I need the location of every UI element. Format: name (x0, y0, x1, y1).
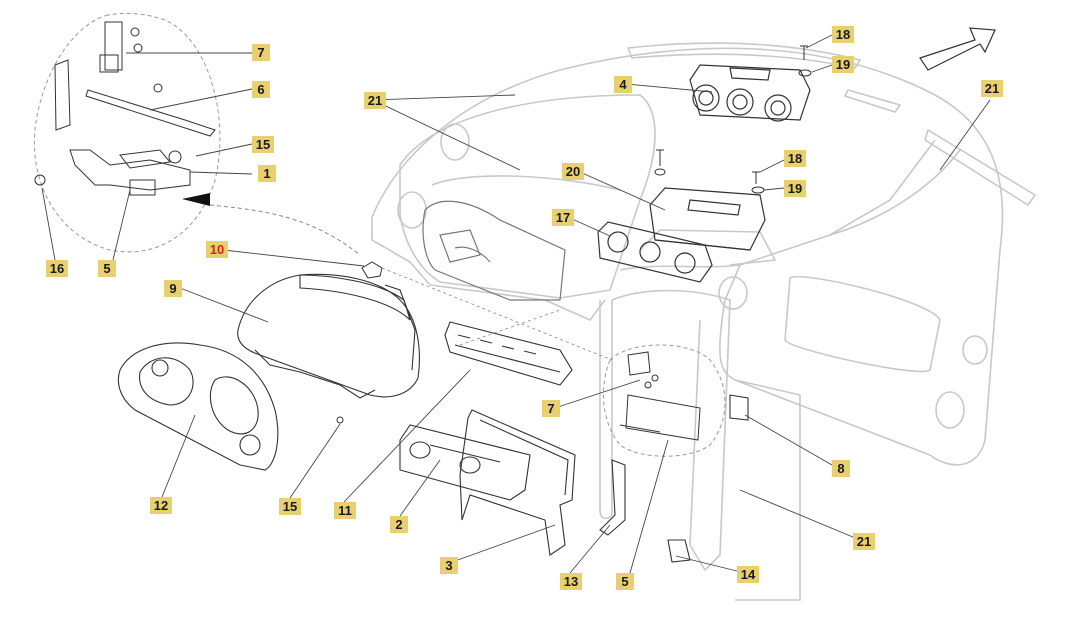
callout-21-left: 21 (367, 93, 383, 108)
hidden-leader-lines (381, 267, 613, 361)
vent-housing-center (649, 187, 766, 251)
callout-16: 16 (49, 261, 65, 276)
callout-1: 1 (263, 166, 271, 181)
front-arrow-icon (919, 27, 996, 71)
vent-assembly-upper (689, 64, 811, 122)
callout-21-right: 21 (984, 81, 1000, 96)
callout-13: 13 (563, 574, 579, 589)
callout-20: 20 (565, 164, 581, 179)
dashboard-shell (371, 42, 1036, 601)
callout-8: 8 (837, 461, 845, 476)
mounting-bracket (459, 409, 576, 556)
callout-18-upper: 18 (835, 27, 851, 42)
callout-19-lower: 19 (787, 181, 803, 196)
callout-backgrounds (46, 26, 1003, 590)
callout-5-upper: 5 (103, 261, 111, 276)
detail-circle-upper-left (33, 12, 361, 256)
direction-pointer-icon (182, 193, 210, 206)
vent-bezel (597, 221, 713, 283)
fasteners (336, 45, 812, 424)
cap-part (361, 261, 383, 279)
small-brackets (599, 394, 749, 563)
detail-circle-center (602, 344, 726, 457)
climate-panel (399, 424, 531, 501)
callout-2: 2 (395, 517, 403, 532)
callout-17: 17 (555, 210, 571, 225)
callout-7-lower: 7 (547, 401, 555, 416)
callout-15-upper: 15 (255, 137, 271, 152)
callout-18-lower: 18 (787, 151, 803, 166)
callout-3: 3 (445, 558, 453, 573)
callout-10: 10 (209, 242, 225, 257)
leader-lines (41, 34, 991, 574)
glovebox-pocket (422, 200, 566, 301)
callout-5-lower: 5 (621, 574, 629, 589)
callout-15-lower: 15 (282, 499, 298, 514)
callout-11: 11 (338, 503, 352, 518)
callout-6: 6 (257, 82, 265, 97)
callout-12: 12 (153, 498, 169, 513)
instrument-bezel (117, 342, 279, 471)
switch-bank (444, 321, 573, 386)
callout-21-bottom: 21 (856, 534, 872, 549)
instrument-cluster (237, 273, 420, 399)
callout-9: 9 (169, 281, 177, 296)
callout-19-upper: 19 (835, 57, 851, 72)
callout-14: 14 (740, 567, 756, 582)
callout-4: 4 (619, 77, 627, 92)
callout-7-upper: 7 (257, 45, 265, 60)
